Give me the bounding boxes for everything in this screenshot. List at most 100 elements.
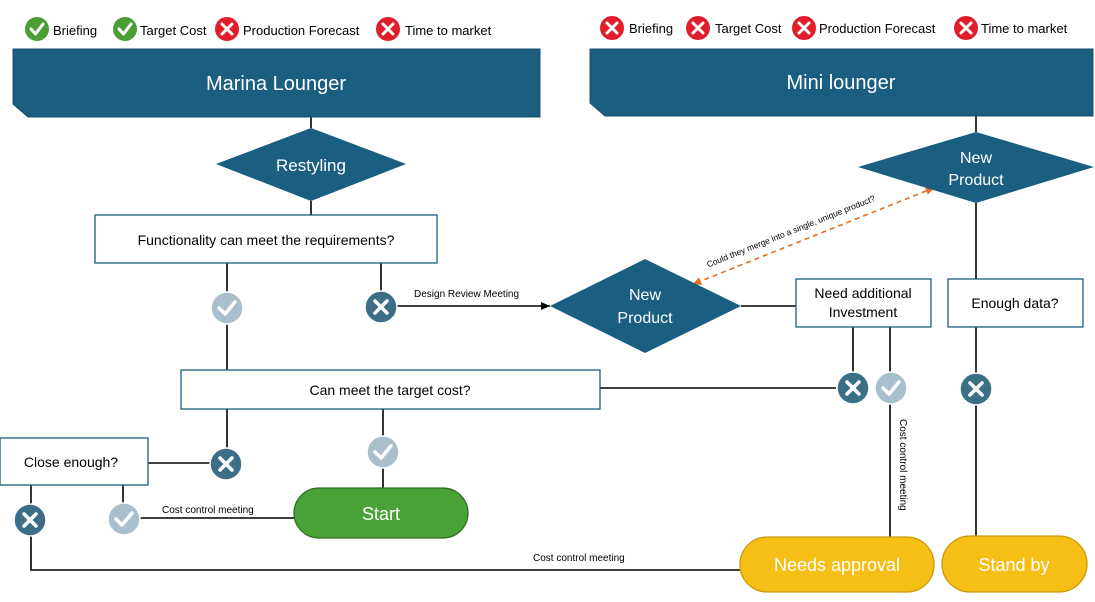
check-badge-icon [366,435,400,469]
decision-label-line1: New [629,287,661,304]
banner-marina-lounger: Marina Lounger [12,48,541,118]
edge-label-cost-control-left: Cost control meeting [162,505,254,516]
badge-closeenough-yes [107,502,141,536]
process-label: Close enough? [24,454,118,470]
terminal-needs-approval: Needs approval [739,536,935,593]
status-label: Production Forecast [243,23,360,38]
status-item-forecast-left: Production Forecast [215,17,360,41]
connectors [30,116,977,571]
status-item-targetcost-right: Target Cost [686,16,782,40]
decision-label: Restyling [276,156,346,175]
x-mark-icon [220,22,234,36]
status-item-targetcost-left: Target Cost [113,17,207,41]
x-mark-icon [691,21,705,35]
process-shape [947,278,1084,328]
decision-label-line1: New [960,150,992,167]
banner-mini-lounger: Mini lounger [589,48,1094,117]
terminal-label: Needs approval [774,555,900,575]
terminal-label: Start [362,504,400,524]
banner-shape [12,48,541,118]
terminal-label: Stand by [978,555,1049,575]
x-mark-icon [968,381,984,397]
badge-targetcost-yes [366,435,400,469]
status-row-left: Briefing Target Cost Production Forecast… [25,17,492,41]
status-label: Target Cost [140,23,207,38]
terminal-stand-by: Stand by [941,535,1088,593]
decision-label-line2: Product [617,310,673,327]
check-badge-icon [210,291,244,325]
x-mark-icon [845,380,861,396]
badge-targetcost-no [209,447,243,481]
decision-label-line2: Product [948,172,1004,189]
status-item-forecast-right: Production Forecast [792,16,936,40]
terminal-start: Start [293,487,469,539]
check-badge-icon [107,502,141,536]
banner-shape [589,48,1094,117]
badge-enoughdata-no [959,372,993,406]
status-item-briefing-left: Briefing [25,17,97,41]
terminal-shape [941,535,1088,593]
box-target-cost: Can meet the target cost? [180,369,601,410]
status-label: Briefing [629,21,673,36]
status-label: Time to market [981,21,1068,36]
x-mark-icon [605,21,619,35]
x-mark-icon [381,22,395,36]
diamond-restyling: Restyling [216,128,406,201]
edge-label-cost-control-bottom: Cost control meeting [533,553,625,564]
check-mark-icon [114,511,134,527]
decision-shape [550,259,741,353]
process-label: Functionality can meet the requirements? [138,232,395,248]
diamond-new-product-right: New Product [858,132,1094,203]
process-shape [0,437,149,486]
check-circle-icon [113,17,137,41]
check-circle-icon [25,17,49,41]
process-shape [180,369,601,410]
process-shape [795,278,932,328]
decision-shape [858,132,1094,203]
terminal-shape [293,487,469,539]
edge-label-cost-control-vertical: Cost control meeting [897,419,908,511]
banner-title: Mini lounger [787,72,896,94]
process-shape [94,214,438,264]
process-label: Enough data? [971,295,1058,311]
x-mark-icon [373,299,389,315]
box-close-enough: Close enough? [0,437,149,486]
badge-closeenough-no [13,503,47,537]
badge-investment-yes [874,371,908,405]
check-mark-icon [373,444,393,460]
badge-functionality-yes [210,291,244,325]
status-label: Briefing [53,23,97,38]
banner-title: Marina Lounger [206,73,346,95]
status-label: Target Cost [715,21,782,36]
badge-investment-no [836,371,870,405]
process-label-line1: Need additional [814,285,911,301]
merge-dashed-arrow [692,187,935,285]
status-row-right: Briefing Target Cost Production Forecast… [600,16,1068,40]
x-mark-icon [797,21,811,35]
check-mark-icon [117,22,133,36]
check-mark-icon [217,300,237,316]
check-badge-icon [874,371,908,405]
box-need-investment: Need additional Investment [795,278,932,328]
decision-shape [216,128,406,201]
box-enough-data: Enough data? [947,278,1084,328]
x-mark-icon [218,456,234,472]
x-mark-icon [959,21,973,35]
box-functionality: Functionality can meet the requirements? [94,214,438,264]
check-mark-icon [29,22,45,36]
status-label: Production Forecast [819,21,936,36]
check-mark-icon [881,380,901,396]
badge-functionality-no [364,290,398,324]
status-item-ttm-right: Time to market [954,16,1068,40]
edge-label-design-review: Design Review Meeting [414,289,519,300]
terminal-shape [739,536,935,593]
diamond-new-product-center: New Product [550,259,741,353]
edge-no-needsapproval [30,536,740,571]
process-label-line2: Investment [829,304,898,320]
edge-label-merge-question: Could they merge into a single, unique p… [705,193,877,269]
status-label: Time to market [405,23,492,38]
status-item-ttm-left: Time to market [376,17,492,41]
process-label: Can meet the target cost? [309,382,470,398]
